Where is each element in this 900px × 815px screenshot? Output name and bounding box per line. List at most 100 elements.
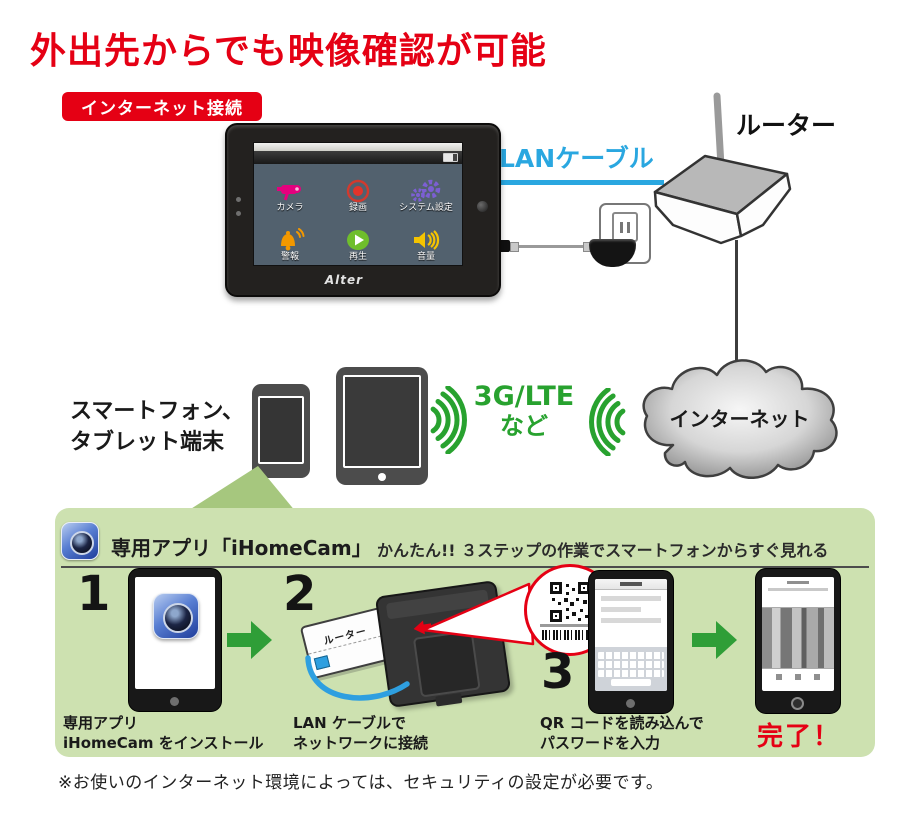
router-label: ルーター [736,111,837,140]
lan-cable-label: LANケーブル [499,144,654,173]
indicator-led [236,197,241,202]
menu-item-settings[interactable]: システム設定 [392,166,460,216]
menu-item-play[interactable]: 再生 [324,216,392,266]
camera-icon [275,181,305,203]
monitor-side-button[interactable] [477,201,488,212]
done-label: 完了！ [757,722,842,752]
home-button[interactable] [626,699,635,708]
barcode [542,630,598,640]
menu-item-camera[interactable]: カメラ [256,166,324,216]
lan-port [313,655,331,671]
gears-icon [410,179,442,203]
toolbar-icon[interactable] [776,674,783,680]
step1-phone-screen [135,577,215,689]
router-to-internet-line [735,240,738,362]
outlet-slot [627,221,630,233]
arrow-right-icon [227,621,272,659]
router-illustration [653,92,792,245]
brand-logo: Alter [324,273,364,287]
camera-lens-icon [70,531,94,555]
menu-item-alarm[interactable]: 警報 [256,216,324,266]
title-bar [787,581,809,584]
tablet-icon [336,367,428,485]
home-button [378,473,386,481]
form-row[interactable] [601,607,641,612]
monitor-foot [435,692,463,707]
step2-monitor-back [374,580,512,708]
monitor-back-handle [385,589,490,620]
step2-number: 2 [283,566,317,622]
menu-item-volume[interactable]: 音量 [392,216,460,266]
speaker-icon [411,228,441,252]
ihomecam-app-icon [61,522,99,560]
info-bar [768,588,828,591]
bell-icon [275,228,305,252]
qr-sticker [413,620,433,636]
camera-live-view [762,607,834,669]
power-connector-tip [510,242,519,252]
step2-caption: LAN ケーブルで ネットワークに接続 [293,714,429,752]
internet-connection-badge: インターネット接続 [62,92,262,121]
wifi-signal-icon [589,388,626,456]
devices-label: スマートフォン、 タブレット端末 [70,399,245,455]
app-subtitle: かんたん!! ３ステップの作業でスマートフォンからすぐ見れる [377,541,829,560]
menu-item-record[interactable]: 録画 [324,166,392,216]
outlet-slot [620,221,623,233]
screen-status-bar [254,151,462,164]
step3-number: 3 [541,644,575,700]
battery-icon [443,153,458,162]
qr-code-icon [550,582,590,622]
toolbar [762,669,834,685]
lan-cable [492,180,664,185]
key-row[interactable] [598,661,664,668]
network-type-label: 3G/LTE など [473,381,575,441]
play-icon [345,228,371,252]
steps-panel: 専用アプリ「iHomeCam」 かんたん!! ３ステップの作業でスマートフォンか… [55,508,875,757]
result-phone-screen [762,577,834,691]
smartphone-screen [258,396,304,464]
step1-number: 1 [77,566,111,622]
tablet-screen [343,375,421,468]
step1-phone [128,568,222,712]
step3-phone-screen [595,579,667,691]
app-title: 専用アプリ「iHomeCam」 [111,536,372,560]
result-phone [755,568,841,714]
key-row[interactable] [598,652,664,659]
router-antenna [713,92,725,170]
toolbar-icon[interactable] [813,674,820,680]
step1-caption: 専用アプリ iHomeCam をインストール [63,714,264,752]
ihomecam-app-icon[interactable] [153,593,199,640]
indicator-led [236,211,241,216]
step3-phone [588,570,674,714]
monitor-screen: カメラ 録画 [253,142,463,266]
form-row[interactable] [601,596,661,601]
key-row[interactable] [598,670,664,677]
form-row[interactable] [601,618,661,623]
monitor-menu: カメラ 録画 [254,164,462,265]
panel-pointer [186,466,296,512]
screen-top-strip [254,143,462,151]
home-button[interactable] [791,697,804,710]
nav-bar [595,579,667,590]
arrow-right-icon [692,621,737,659]
page-title: 外出先からでも映像確認が可能 [30,31,547,72]
monitor-stand [412,629,481,698]
router-label: ルーター [304,617,387,655]
step3-caption: QR コードを読み込んで パスワードを入力 [540,714,704,752]
smartphone-icon [252,384,310,478]
wifi-signal-icon [430,386,467,454]
keyboard[interactable] [595,647,667,691]
separator [61,566,869,568]
spacebar-key[interactable] [611,679,651,686]
monitor-device: カメラ 録画 [225,123,501,297]
toolbar-icon[interactable] [794,674,801,680]
record-icon [345,179,371,203]
outlet-plate [612,212,638,242]
footnote: ※お使いのインターネット環境によっては、セキュリティの設定が必要です。 [58,773,664,793]
qr-code-text [540,624,600,627]
internet-label: インターネット [669,407,810,431]
camera-lens-icon [163,603,193,634]
home-button[interactable] [170,697,179,706]
power-cable [509,245,591,248]
